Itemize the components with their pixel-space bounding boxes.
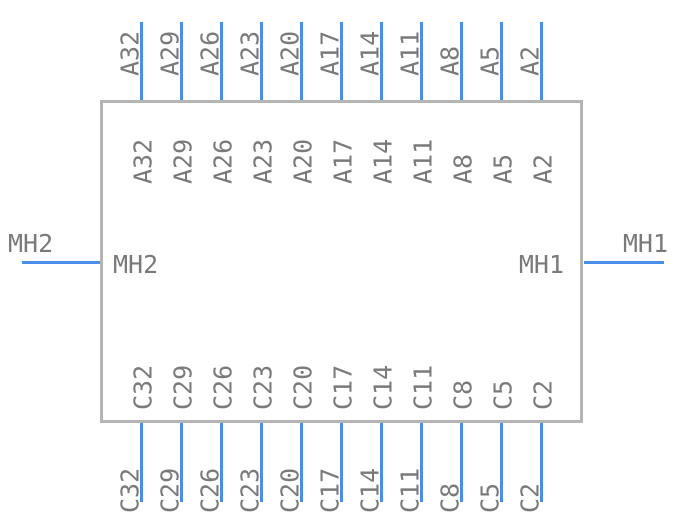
pin-name-c20: C20 (289, 365, 318, 410)
pin-name-c8: C8 (449, 380, 478, 410)
pin-name-c11: C11 (409, 365, 438, 410)
pin-number-mh2: MH2 (8, 229, 53, 258)
pin-name-a29: A29 (169, 139, 198, 184)
top-pin-group: A32A32A29A29A26A26A23A23A20A20A17A17A14A… (116, 22, 558, 184)
pin-number-c8: C8 (436, 483, 465, 513)
pin-number-c20: C20 (276, 468, 305, 513)
pin-number-a29: A29 (156, 31, 185, 76)
pin-name-a20: A20 (289, 139, 318, 184)
pin-number-a5: A5 (476, 46, 505, 76)
pin-number-c29: C29 (156, 468, 185, 513)
pin-number-c32: C32 (116, 468, 145, 513)
pin-number-c2: C2 (516, 483, 545, 513)
pin-name-c23: C23 (249, 365, 278, 410)
pin-name-a17: A17 (329, 139, 358, 184)
pin-name-c29: C29 (169, 365, 198, 410)
pin-number-mh1: MH1 (623, 229, 668, 258)
pin-name-a26: A26 (209, 139, 238, 184)
pin-name-c17: C17 (329, 365, 358, 410)
pin-name-c14: C14 (369, 365, 398, 410)
component-body (100, 100, 583, 423)
pin-number-a8: A8 (436, 46, 465, 76)
pin-name-a32: A32 (129, 139, 158, 184)
pin-name-mh1: MH1 (519, 250, 564, 279)
pin-name-a5: A5 (489, 154, 518, 184)
pin-number-a23: A23 (236, 31, 265, 76)
pin-number-a2: A2 (516, 46, 545, 76)
pin-name-a2: A2 (529, 154, 558, 184)
pin-number-c14: C14 (356, 468, 385, 513)
pin-number-c5: C5 (476, 483, 505, 513)
pin-number-a17: A17 (316, 31, 345, 76)
pin-number-c26: C26 (196, 468, 225, 513)
pin-name-mh2: MH2 (113, 250, 158, 279)
pin-number-a14: A14 (356, 31, 385, 76)
pin-name-a23: A23 (249, 139, 278, 184)
pin-name-a8: A8 (449, 154, 478, 184)
pin-number-a26: A26 (196, 31, 225, 76)
pin-number-a11: A11 (396, 31, 425, 76)
pin-number-c23: C23 (236, 468, 265, 513)
pin-number-a20: A20 (276, 31, 305, 76)
pin-number-c11: C11 (396, 468, 425, 513)
pin-name-c5: C5 (489, 380, 518, 410)
pin-name-a14: A14 (369, 139, 398, 184)
pin-name-c26: C26 (209, 365, 238, 410)
bottom-pin-group: C32C32C29C29C26C26C23C23C20C20C17C17C14C… (116, 365, 558, 513)
pin-name-c2: C2 (529, 380, 558, 410)
pin-number-c17: C17 (316, 468, 345, 513)
pin-name-c32: C32 (129, 365, 158, 410)
pin-number-a32: A32 (116, 31, 145, 76)
pin-name-a11: A11 (409, 139, 438, 184)
